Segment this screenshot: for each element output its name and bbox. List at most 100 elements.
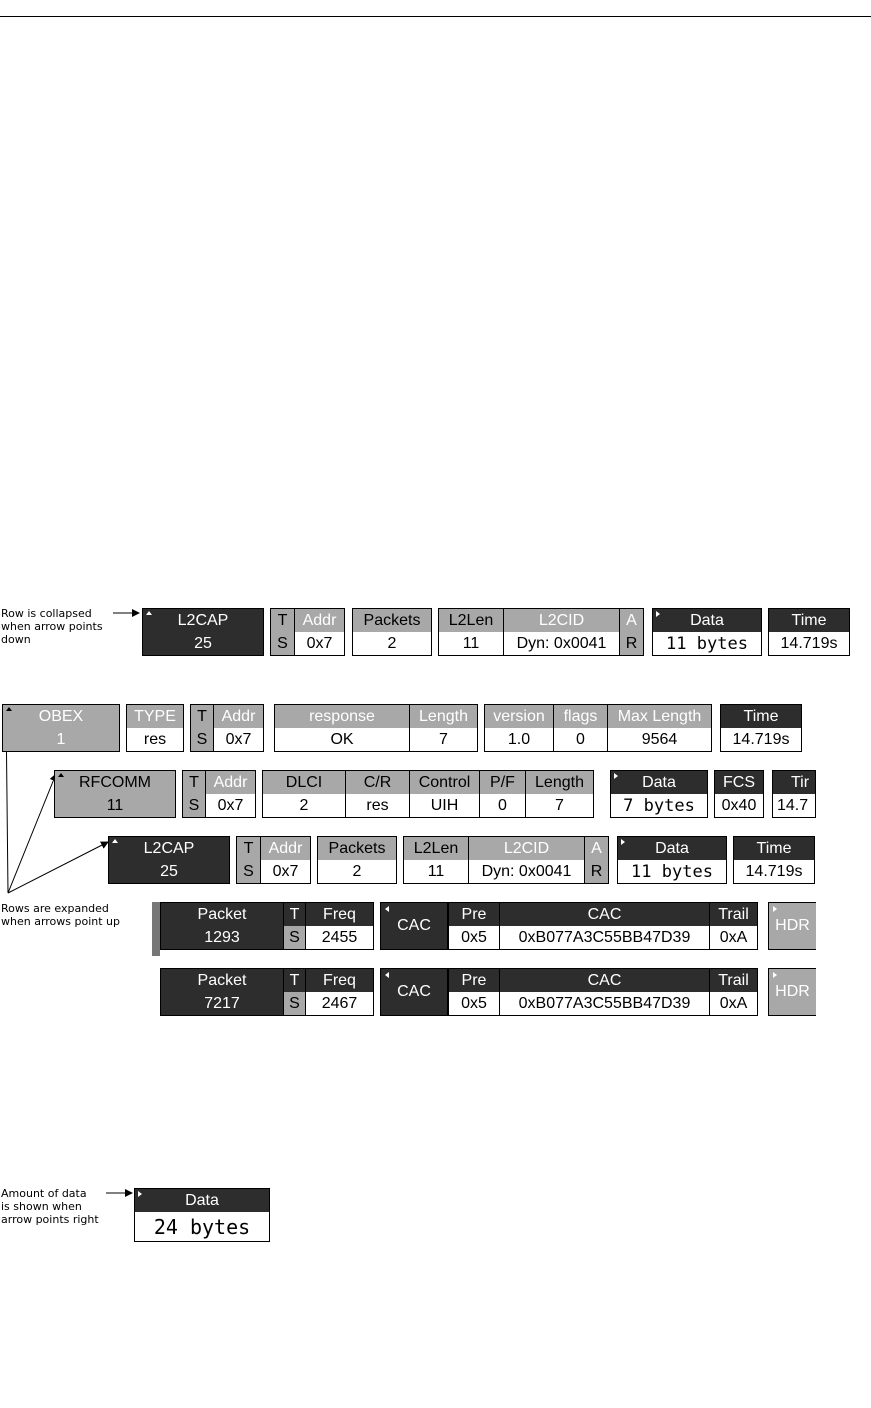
column-header: Data xyxy=(610,770,708,794)
column-header: P/F xyxy=(480,770,526,794)
trail-column: Trail 0xA xyxy=(710,968,758,1016)
column-header: Trail xyxy=(710,902,758,926)
obex-row: OBEX 1 xyxy=(2,704,120,752)
data-arrow-icon[interactable] xyxy=(621,839,625,845)
column-header: Data xyxy=(652,608,762,632)
column-value: 14.719s xyxy=(720,728,802,752)
l2cap-column[interactable]: L2CAP 25 xyxy=(142,608,264,656)
l2-group: L2Len 11 L2CID Dyn: 0x0041 A R xyxy=(438,608,644,656)
t-column: T S xyxy=(284,968,306,1016)
hdr-button[interactable]: HDR xyxy=(768,902,816,950)
cac-collapse-button[interactable]: CAC xyxy=(380,902,448,950)
page-header-rule xyxy=(0,16,871,17)
l2cid-column: L2CID Dyn: 0x0041 xyxy=(504,608,620,656)
column-header: Time xyxy=(733,836,815,860)
column-header: Freq xyxy=(306,902,374,926)
hdr-label: HDR xyxy=(775,983,810,1000)
column-value: S xyxy=(270,632,295,656)
column-value: 2467 xyxy=(306,992,374,1016)
column-header: Packets xyxy=(352,608,432,632)
column-value: 2 xyxy=(262,794,346,818)
data-arrow-icon[interactable] xyxy=(656,611,660,617)
rfcomm-time-group: Tir 14.7 xyxy=(772,770,816,818)
callout-line: Amount of data xyxy=(1,1187,87,1200)
expand-arrow-icon[interactable] xyxy=(773,906,777,912)
column-header: Addr xyxy=(295,608,345,632)
callout-expanded: Rows are expanded when arrows point up xyxy=(1,902,120,928)
expand-arrow-icon[interactable] xyxy=(773,972,777,978)
column-header: Time xyxy=(720,704,802,728)
data-column[interactable]: Data 11 bytes xyxy=(652,608,762,656)
expand-arrow-icon[interactable] xyxy=(6,707,12,711)
expand-arrow-icon[interactable] xyxy=(58,773,64,777)
pf-column: P/F 0 xyxy=(480,770,526,818)
column-header: RFCOMM xyxy=(54,770,176,794)
data-arrow-icon[interactable] xyxy=(614,773,618,779)
freq-column: Freq 2467 xyxy=(306,968,374,1016)
hdr-group-1: HDR xyxy=(768,902,816,950)
cr-column: C/R res xyxy=(346,770,410,818)
time-column: Tir 14.7 xyxy=(772,770,816,818)
column-value: 11 bytes xyxy=(617,860,727,884)
hdr-button[interactable]: HDR xyxy=(768,968,816,1016)
column-value: Dyn: 0x0041 xyxy=(469,860,585,884)
rfcomm-addr-group: T S Addr 0x7 xyxy=(182,770,256,818)
data-arrow-icon[interactable] xyxy=(138,1191,142,1197)
column-header: Pre xyxy=(448,902,500,926)
data-column[interactable]: Data 7 bytes xyxy=(610,770,708,818)
t-column: T S xyxy=(270,608,295,656)
addr-column: Addr 0x7 xyxy=(206,770,256,818)
column-value: 24 bytes xyxy=(134,1212,270,1242)
column-value: 7 bytes xyxy=(610,794,708,818)
l2cap2-time-group: Time 14.719s xyxy=(733,836,815,884)
column-header: T xyxy=(182,770,206,794)
column-value: 0xA xyxy=(710,992,758,1016)
column-header: Addr xyxy=(214,704,264,728)
l2cap-addr-group: T S Addr 0x7 xyxy=(270,608,345,656)
rfcomm-column[interactable]: RFCOMM 11 xyxy=(54,770,176,818)
column-value: 11 xyxy=(403,860,469,884)
column-value: 0x40 xyxy=(714,794,764,818)
column-value: 0x5 xyxy=(448,926,500,950)
column-header: version xyxy=(484,704,554,728)
cac-collapse-button[interactable]: CAC xyxy=(380,968,448,1016)
data-amount-box: Data 24 bytes xyxy=(134,1188,270,1242)
column-header: Control xyxy=(410,770,480,794)
collapse-arrow-icon[interactable] xyxy=(385,906,389,912)
expand-arrow-icon[interactable] xyxy=(146,611,152,615)
packets-column: Packets 2 xyxy=(352,608,432,656)
column-value: R xyxy=(620,632,644,656)
cac-label: CAC xyxy=(397,983,431,1000)
obex-version-group: version 1.0 flags 0 Max Length 9564 xyxy=(484,704,712,752)
trail-column: Trail 0xA xyxy=(710,902,758,950)
column-value: 0x7 xyxy=(295,632,345,656)
data-column[interactable]: Data 11 bytes xyxy=(617,836,727,884)
obex-column[interactable]: OBEX 1 xyxy=(2,704,120,752)
time-column: Time 14.719s xyxy=(733,836,815,884)
expand-arrow-icon[interactable] xyxy=(112,839,118,843)
column-header: T xyxy=(284,968,306,992)
collapse-arrow-icon[interactable] xyxy=(385,972,389,978)
column-header: DLCI xyxy=(262,770,346,794)
l2len-column: L2Len 11 xyxy=(403,836,469,884)
row-indicator-bar xyxy=(152,902,160,956)
column-value: 0xB077A3C55BB47D39 xyxy=(500,992,710,1016)
callout-collapsed: Row is collapsed when arrow points down xyxy=(1,607,103,646)
column-value: 9564 xyxy=(608,728,712,752)
l2cap2-packets-group: Packets 2 xyxy=(317,836,397,884)
column-header: TYPE xyxy=(126,704,184,728)
data-column[interactable]: Data 24 bytes xyxy=(134,1188,270,1242)
hdr-group-2: HDR xyxy=(768,968,816,1016)
column-value: 0 xyxy=(480,794,526,818)
a-column: A R xyxy=(620,608,644,656)
l2cap-column[interactable]: L2CAP 25 xyxy=(108,836,230,884)
column-header: Packet xyxy=(160,968,284,992)
column-value: S xyxy=(284,926,306,950)
column-value: 0xA xyxy=(710,926,758,950)
column-header: T xyxy=(236,836,261,860)
column-header: Packet xyxy=(160,902,284,926)
addr-column: Addr 0x7 xyxy=(261,836,311,884)
column-header: L2CAP xyxy=(142,608,264,632)
a-column: A R xyxy=(585,836,609,884)
column-value: 25 xyxy=(108,860,230,884)
